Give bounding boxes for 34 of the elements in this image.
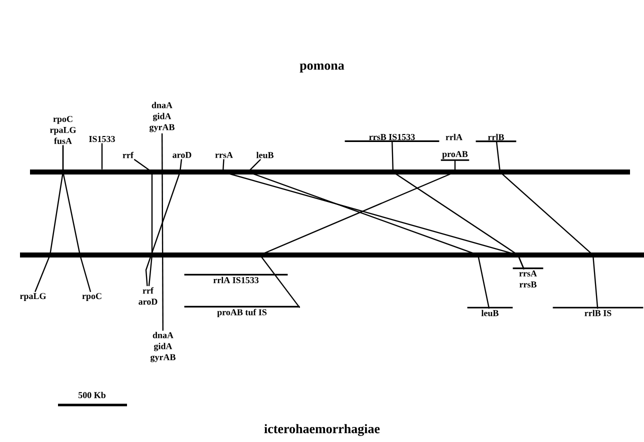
title: pomona	[300, 64, 344, 72]
gene-label: dnaA gidA gyrAB	[150, 332, 176, 362]
connecting-line	[145, 159, 182, 286]
connecting-line	[62, 145, 92, 292]
connecting-line	[134, 158, 153, 286]
gene-label: rpoC	[82, 293, 102, 301]
connecting-line	[496, 141, 598, 309]
gene-label: rrlB	[476, 134, 516, 142]
gene-label: rpoC rpaLG fusA	[50, 116, 76, 144]
gene-label: IS1533	[89, 136, 115, 142]
gene-label: rrlA	[446, 134, 462, 140]
gene-label: rpaLG	[20, 293, 46, 301]
connecting-line	[392, 141, 525, 270]
connecting-line	[161, 133, 164, 331]
gene-label: rrsB IS1533	[344, 134, 440, 142]
gene-label: rrlA IS1533	[184, 274, 288, 284]
gene-label: proAB	[440, 151, 470, 161]
leader-line	[101, 143, 103, 170]
chromosome-bar	[30, 170, 630, 174]
caption: icterohaemorrhagiae	[264, 424, 380, 436]
gene-label: dnaA gidA gyrAB	[150, 102, 174, 132]
chromosome-bar	[20, 252, 644, 258]
gene-label: rrf	[122, 152, 134, 158]
scale-bar: 500 Kb	[58, 392, 127, 406]
gene-label: rrlB IS	[552, 306, 644, 316]
gene-label: leuB	[256, 152, 274, 158]
gene-label: rrsA rrsB	[512, 268, 544, 288]
connecting-line	[246, 158, 490, 309]
gene-label: aroD	[172, 152, 192, 158]
gene-label: proAB tuf IS	[184, 306, 300, 318]
gene-label: rrsA	[215, 152, 233, 158]
gene-label: rrf aroD	[138, 287, 158, 305]
gene-label: leuB	[467, 306, 513, 316]
connecting-line	[259, 160, 456, 308]
